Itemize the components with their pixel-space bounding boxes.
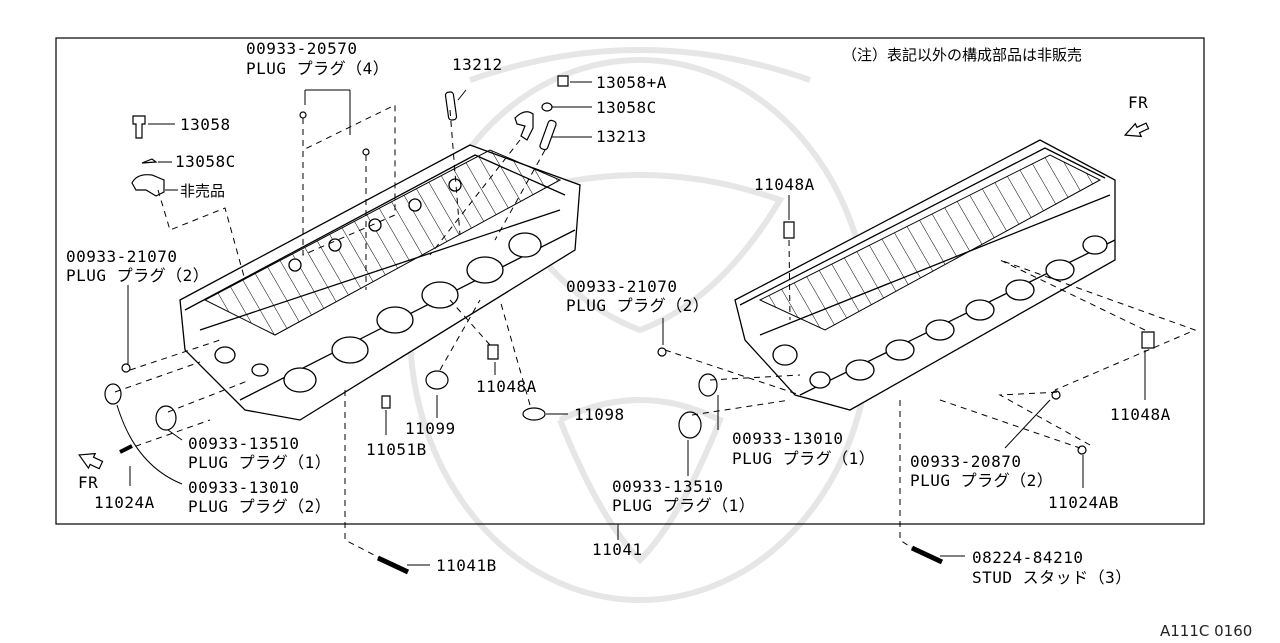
callout-11041: 11041 bbox=[592, 540, 643, 559]
callout-00933-21070-right-desc: PLUG プラグ（2） bbox=[566, 296, 710, 315]
plug-13510-right-part bbox=[678, 411, 702, 439]
plug-13010-left-part bbox=[104, 383, 122, 405]
fr-arrows bbox=[78, 122, 1150, 470]
callout-11048a-mid: 11048A bbox=[476, 377, 537, 396]
callout-13212: 13212 bbox=[452, 55, 503, 74]
fr-label-left: FR bbox=[78, 473, 99, 492]
right-cylinder-head bbox=[734, 139, 1116, 411]
plug-13010-right-part bbox=[698, 373, 718, 397]
callout-not-sold: 非売品 bbox=[180, 182, 226, 200]
stud-11041b-part bbox=[376, 555, 410, 575]
gasket-11098-part bbox=[522, 407, 546, 421]
diagram-frame bbox=[55, 37, 1205, 525]
callout-11048a-right: 11048A bbox=[1110, 405, 1171, 424]
callout-00933-21070-right: 00933-21070 bbox=[566, 277, 678, 296]
small-parts bbox=[104, 75, 1155, 575]
stud-11051b-part bbox=[381, 395, 391, 409]
left-cylinder-head bbox=[179, 144, 581, 421]
plug-21070-left-part bbox=[121, 363, 131, 373]
callout-00933-20870: 00933-20870 bbox=[910, 452, 1022, 471]
plug-20570-b-part bbox=[362, 148, 370, 156]
callout-08224-84210-desc: STUD スタッド（3） bbox=[972, 568, 1132, 587]
callout-11024ab: 11024AB bbox=[1048, 493, 1119, 512]
callout-11099: 11099 bbox=[405, 419, 456, 438]
callout-11051b: 11051B bbox=[366, 440, 427, 459]
dashed-lines bbox=[114, 104, 1197, 559]
callout-00933-13510-right-desc: PLUG プラグ（1） bbox=[612, 496, 756, 515]
callout-13058a: 13058+A bbox=[596, 73, 667, 92]
callout-13058: 13058 bbox=[180, 115, 231, 134]
bolt-13058-part bbox=[132, 115, 146, 139]
fitting-13058a-part bbox=[557, 75, 569, 87]
bracket-non-sale-part bbox=[131, 174, 165, 197]
callout-00933-21070-left-desc: PLUG プラグ（2） bbox=[66, 266, 210, 285]
seal-11099-part bbox=[425, 370, 449, 390]
plug-20570-a-part bbox=[299, 111, 307, 119]
callout-00933-13510-left: 00933-13510 bbox=[188, 434, 300, 453]
callout-11024a: 11024A bbox=[94, 493, 155, 512]
seal-11048a-mid-part bbox=[487, 344, 499, 360]
non-sale-note: （注）表記以外の構成部品は非販売 bbox=[842, 46, 1083, 64]
fr-label-right: FR bbox=[1128, 93, 1149, 112]
seal-11048a-right-part bbox=[1141, 331, 1155, 349]
washer-13058c-right-part bbox=[541, 102, 553, 112]
callout-00933-20570: 00933-20570 bbox=[246, 39, 358, 58]
seal-11048a-top-part bbox=[783, 221, 795, 239]
plug-21070-right-part bbox=[657, 347, 667, 357]
callout-00933-13010-left-desc: PLUG プラグ（2） bbox=[188, 497, 332, 516]
callout-11048a-top: 11048A bbox=[754, 175, 815, 194]
callout-13058c-left: 13058C bbox=[175, 152, 236, 171]
callout-00933-13010-right: 00933-13010 bbox=[732, 429, 844, 448]
callout-00933-13010-right-desc: PLUG プラグ（1） bbox=[732, 449, 876, 468]
callout-00933-13510-left-desc: PLUG プラグ（1） bbox=[188, 453, 332, 472]
pipe-13213-part bbox=[514, 111, 534, 141]
callout-00933-13510-right: 00933-13510 bbox=[612, 477, 724, 496]
callout-00933-20570-desc: PLUG プラグ（4） bbox=[246, 59, 390, 78]
washer-13058c-left-part bbox=[141, 158, 158, 164]
dowel-13213-part bbox=[539, 119, 557, 151]
callout-00933-13010-left: 00933-13010 bbox=[188, 478, 300, 497]
callout-00933-21070-left: 00933-21070 bbox=[66, 247, 178, 266]
diagram-code: A111C 0160 bbox=[1160, 622, 1253, 640]
dowel-13212-part bbox=[444, 91, 458, 121]
callout-08224-84210: 08224-84210 bbox=[972, 548, 1084, 567]
callout-13058c-right: 13058C bbox=[596, 98, 657, 117]
plug-13510-left-part bbox=[155, 405, 177, 431]
pin-11024a-part bbox=[119, 444, 133, 454]
callout-11098: 11098 bbox=[574, 405, 625, 424]
stud-08224-part bbox=[910, 545, 944, 565]
callout-13213: 13213 bbox=[596, 127, 647, 146]
callout-00933-20870-desc: PLUG プラグ（2） bbox=[910, 471, 1054, 490]
plug-20870-part bbox=[1051, 390, 1061, 400]
callout-11041b: 11041B bbox=[436, 556, 497, 575]
